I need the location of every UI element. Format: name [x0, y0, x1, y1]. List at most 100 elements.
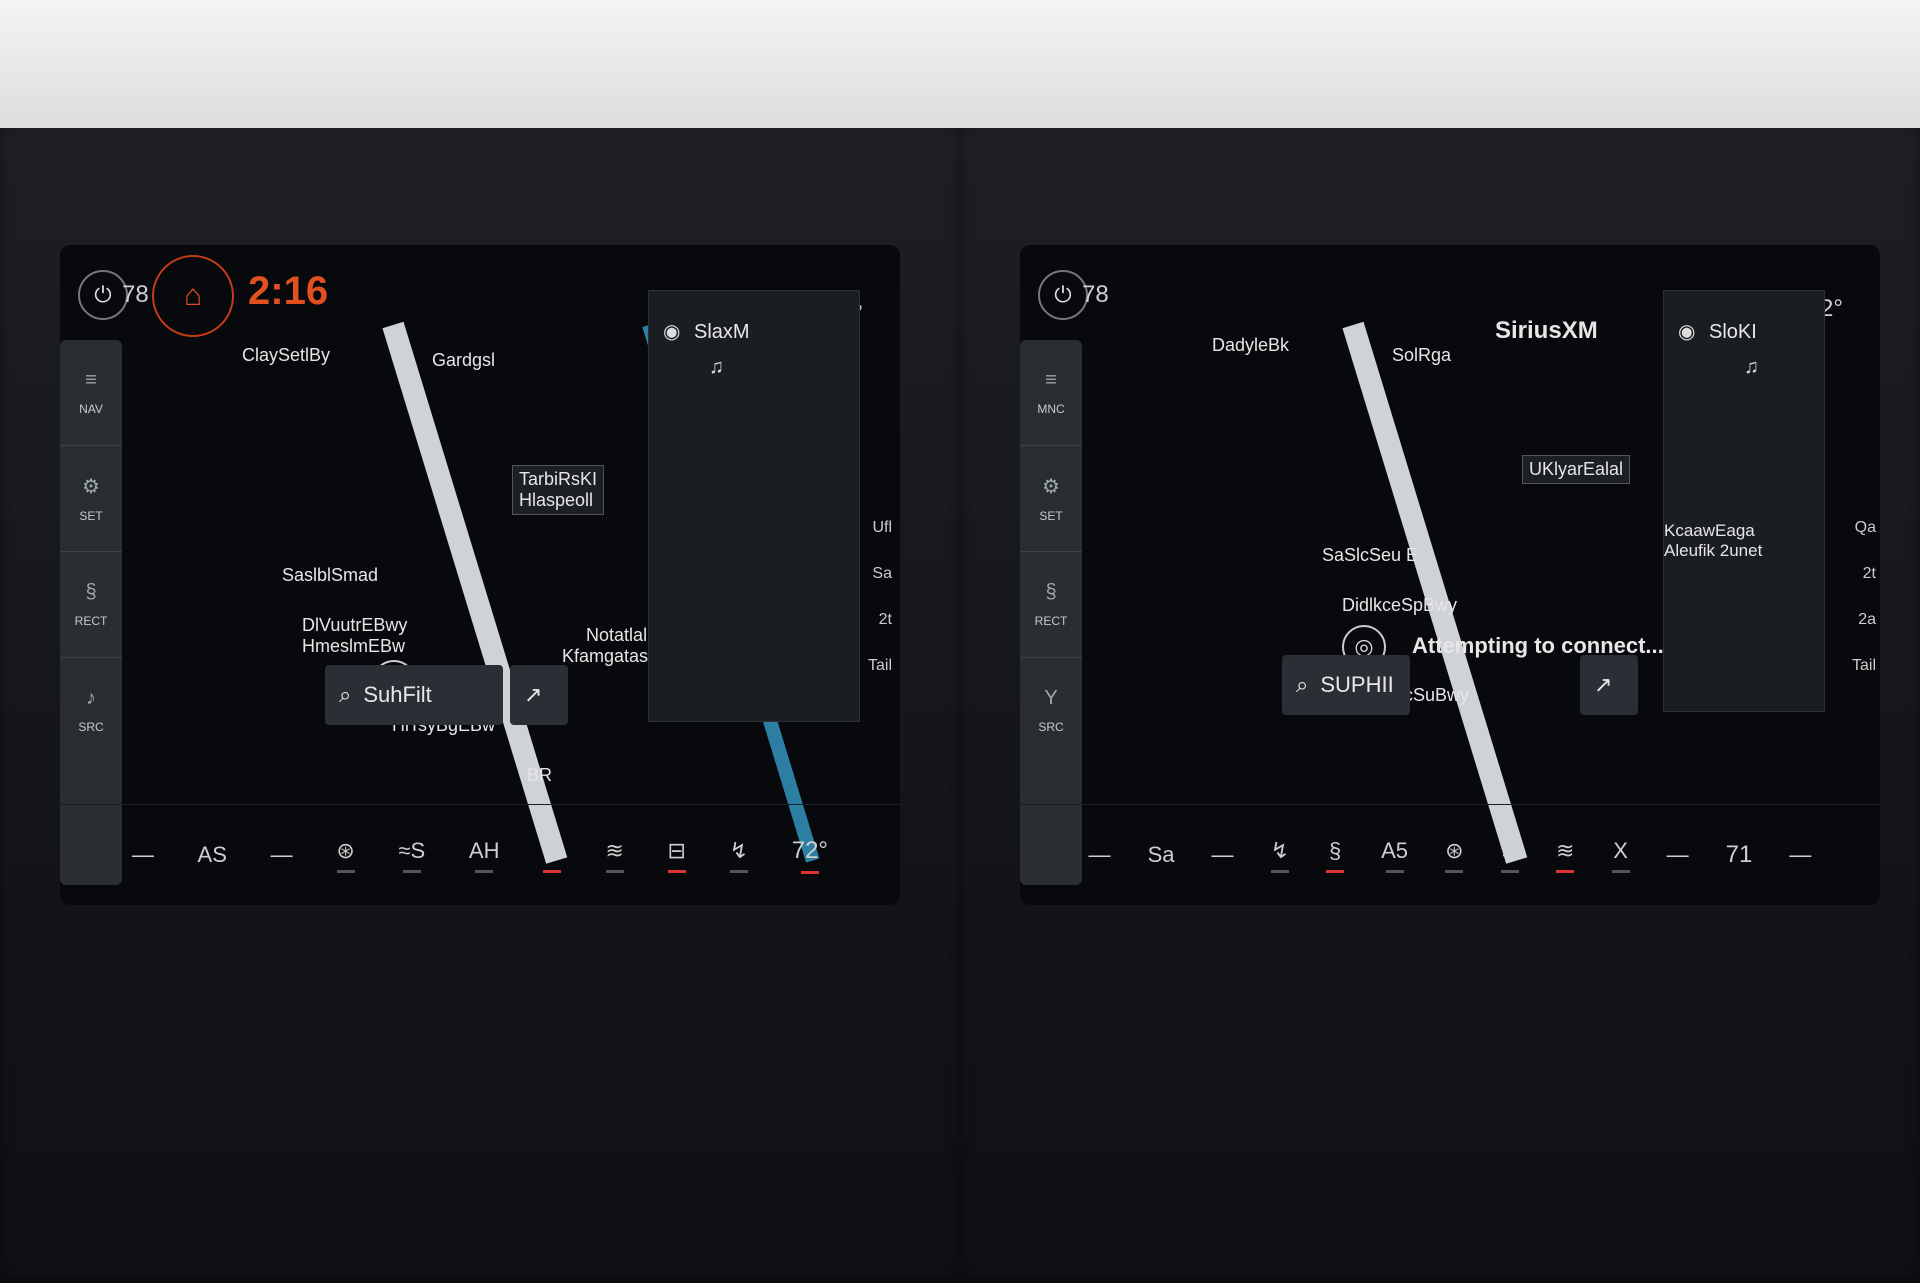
sidebar-item-label: SET: [79, 509, 103, 523]
sidebar-item-set[interactable]: ⚙ SET: [60, 446, 122, 552]
fan-up-button[interactable]: —: [1212, 842, 1234, 868]
poi-label[interactable]: UKlyarEalal: [1522, 455, 1631, 484]
window-glare: [0, 0, 1920, 128]
temp-down-icon: —: [1666, 842, 1689, 867]
recirc-icon: ⊛: [336, 837, 355, 863]
recent-icon: §: [1045, 581, 1057, 603]
fan-button[interactable]: Sa: [1148, 842, 1175, 868]
connect-status: Attempting to connect...: [1412, 633, 1664, 658]
vent-button[interactable]: X: [1611, 837, 1630, 873]
map-tag: Ufl: [872, 519, 892, 536]
recent-icon: §: [85, 581, 97, 603]
route-options-button[interactable]: ↗: [1580, 655, 1638, 715]
map-tag: Qa: [1854, 519, 1876, 536]
temp-down-button[interactable]: —: [1667, 842, 1689, 868]
media-panel[interactable]: ◉ SlaxM ♫: [648, 290, 860, 722]
sidebar-item-label: SRC: [1038, 720, 1064, 734]
recirc-button[interactable]: §: [1326, 838, 1345, 873]
heat-seat-button[interactable]: ↯: [543, 837, 562, 873]
sidebar-item-recent[interactable]: § RECT: [1020, 552, 1082, 658]
fan-icon: Sa: [1147, 842, 1175, 867]
heat-seat-button[interactable]: ↯: [1271, 838, 1289, 873]
vent-icon: X: [1613, 837, 1628, 863]
power-icon[interactable]: ⏻: [78, 270, 128, 320]
sirius-label: SiriusXM: [1495, 317, 1598, 344]
map-tag: 2t: [878, 611, 892, 628]
sidebar-item-recent[interactable]: § RECT: [60, 552, 122, 658]
temp-button[interactable]: 71: [1726, 841, 1753, 869]
climate-bar: — AS — ⊛ ≈S AH ↯ ≋ ⊟ ↯ 72°: [60, 804, 900, 905]
map-road: [1342, 321, 1528, 864]
temp-icon: 72°: [791, 836, 829, 864]
defrost-icon: ≋: [1500, 837, 1519, 863]
map-label: DadyleBk: [1212, 335, 1290, 355]
sidebar-item-label: MNC: [1037, 402, 1065, 416]
sidebar-item-source[interactable]: Y SRC: [1020, 658, 1082, 763]
rear-defrost-icon: ≋: [605, 837, 624, 863]
note-icon: ♫: [1744, 356, 1759, 378]
fan-up-icon: —: [270, 842, 293, 867]
source-icon: ♪: [86, 687, 96, 709]
defrost-button[interactable]: ≋: [1501, 838, 1519, 873]
nav-icon: ≡: [1045, 369, 1057, 391]
nav-icon: ≡: [85, 369, 97, 391]
media-title: SloKI: [1709, 321, 1757, 343]
map-label: Gardgsl: [432, 350, 496, 370]
sidebar-item-nav[interactable]: ≡ MNC: [1020, 340, 1082, 446]
temp-icon: 71: [1725, 841, 1753, 868]
sync-button[interactable]: ⊛: [1445, 838, 1464, 873]
infotainment-screen-left: ⏻ 78 ⌂ 2:16 ⊿ 2° ≡ NAV ⚙ SET § RECT ♪ SR…: [60, 245, 900, 905]
poi-label[interactable]: TarbiRsKI Hlaspeoll: [512, 465, 605, 515]
search-icon: ⌕: [1296, 672, 1309, 697]
infotainment-screen-right: ⏻ 78 69 ⊿ 2° ≡ MNC ⚙ SET § RECT Y SRC Da…: [1020, 245, 1880, 905]
temp-up-icon: —: [1789, 842, 1812, 867]
status-temp: 2°: [1820, 295, 1843, 322]
home-icon[interactable]: ⌂: [152, 255, 234, 337]
map-tag: Tail: [1851, 657, 1876, 674]
defrost-button[interactable]: ≈S: [398, 838, 425, 873]
temp-up-button[interactable]: —: [1789, 842, 1811, 868]
sidebar-item-label: NAV: [79, 402, 103, 416]
fan-up-button[interactable]: —: [271, 842, 293, 868]
max-defrost-button[interactable]: ⊟: [667, 838, 686, 873]
heat-seat-icon: ↯: [543, 837, 562, 863]
sidebar-item-nav[interactable]: ≡ NAV: [60, 340, 122, 446]
source-icon: Y: [1044, 687, 1058, 709]
fan-down-button[interactable]: —: [1089, 842, 1111, 868]
power-icon[interactable]: ⏻: [1038, 270, 1088, 320]
recirc-button[interactable]: ⊛: [336, 837, 355, 873]
auto-button[interactable]: A5: [1381, 838, 1408, 873]
sidebar-item-source[interactable]: ♪ SRC: [60, 658, 122, 763]
fan-button[interactable]: AS: [198, 842, 227, 868]
navigation-map[interactable]: ClaySetlBy Gardgsl TarbiRsKI Hlaspeoll S…: [132, 321, 900, 864]
auto-icon: AH: [468, 837, 500, 863]
fan-down-icon: —: [131, 842, 154, 867]
fan-down-button[interactable]: —: [132, 842, 154, 868]
map-side-tags: Ufl Sa 2t Tail: [868, 505, 892, 689]
vent-button[interactable]: ↯: [730, 838, 748, 873]
map-tag: Tail: [867, 657, 892, 674]
rear-defrost-icon: ≋: [1556, 837, 1575, 863]
vent-icon: ↯: [729, 837, 749, 863]
fan-icon: AS: [197, 842, 227, 867]
auto-icon: A5: [1381, 837, 1409, 863]
clock: 2:16: [248, 269, 329, 313]
route-options-button[interactable]: ↗: [510, 665, 568, 725]
sidebar-item-set[interactable]: ⚙ SET: [1020, 446, 1082, 552]
search-button[interactable]: ⌕ SuhFilt: [325, 665, 503, 725]
auto-button[interactable]: AH: [468, 837, 500, 873]
rear-defrost-button[interactable]: ≋: [605, 837, 624, 873]
radio-icon: ◉: [1678, 321, 1696, 343]
note-icon: ♫: [709, 356, 724, 378]
map-label: DidlkceSpBwy: [1342, 595, 1458, 615]
temp-button[interactable]: 72°: [792, 837, 828, 874]
map-label: SolRga: [1392, 345, 1452, 365]
map-label: ClaySetlBy: [242, 345, 331, 365]
heat-seat-icon: ↯: [1270, 837, 1290, 863]
search-button[interactable]: ⌕ SUPHII: [1282, 655, 1410, 715]
settings-icon: ⚙: [82, 476, 100, 498]
map-label: DlVuutrEBwy HmeslmEBw: [302, 615, 408, 656]
media-panel[interactable]: ◉ SloKI ♫ KcaawEaga Aleufik 2unet: [1663, 290, 1825, 712]
sidebar-item-label: RECT: [74, 614, 108, 628]
rear-defrost-button[interactable]: ≋: [1556, 838, 1574, 873]
